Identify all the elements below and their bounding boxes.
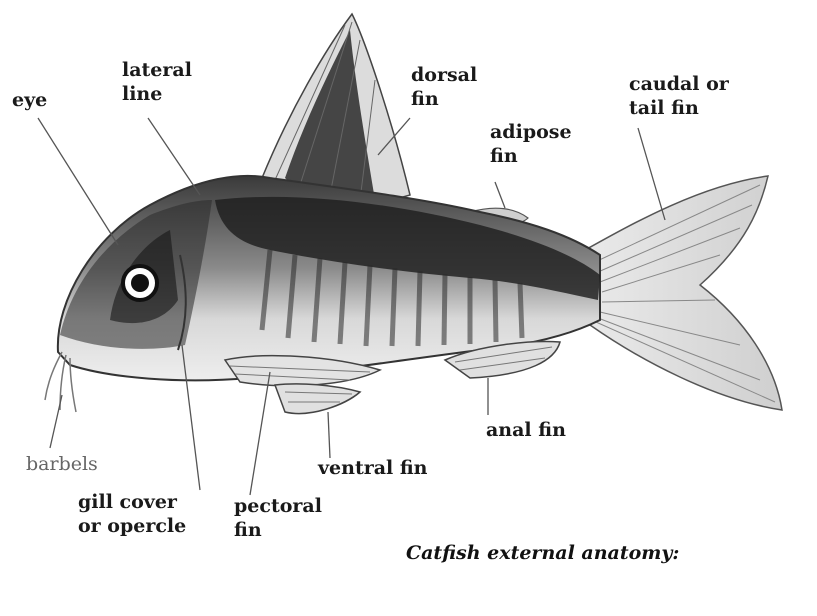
label-barbels: barbels (26, 452, 98, 476)
label-pectoral-fin: pectoral fin (234, 494, 322, 542)
diagram-caption: Catfish external anatomy: (406, 542, 679, 564)
label-caudal-fin: caudal or tail fin (629, 72, 729, 120)
label-ventral-fin: ventral fin (318, 456, 428, 480)
label-gill-cover: gill cover or opercle (78, 490, 186, 538)
label-anal-fin: anal fin (486, 418, 566, 442)
label-dorsal-fin: dorsal fin (411, 63, 477, 111)
label-lateral-line: lateral line (122, 58, 192, 106)
label-eye: eye (12, 88, 47, 112)
label-adipose-fin: adipose fin (490, 120, 572, 168)
caudal-fin-shape (585, 176, 782, 410)
ventral-fin-shape (275, 384, 360, 414)
